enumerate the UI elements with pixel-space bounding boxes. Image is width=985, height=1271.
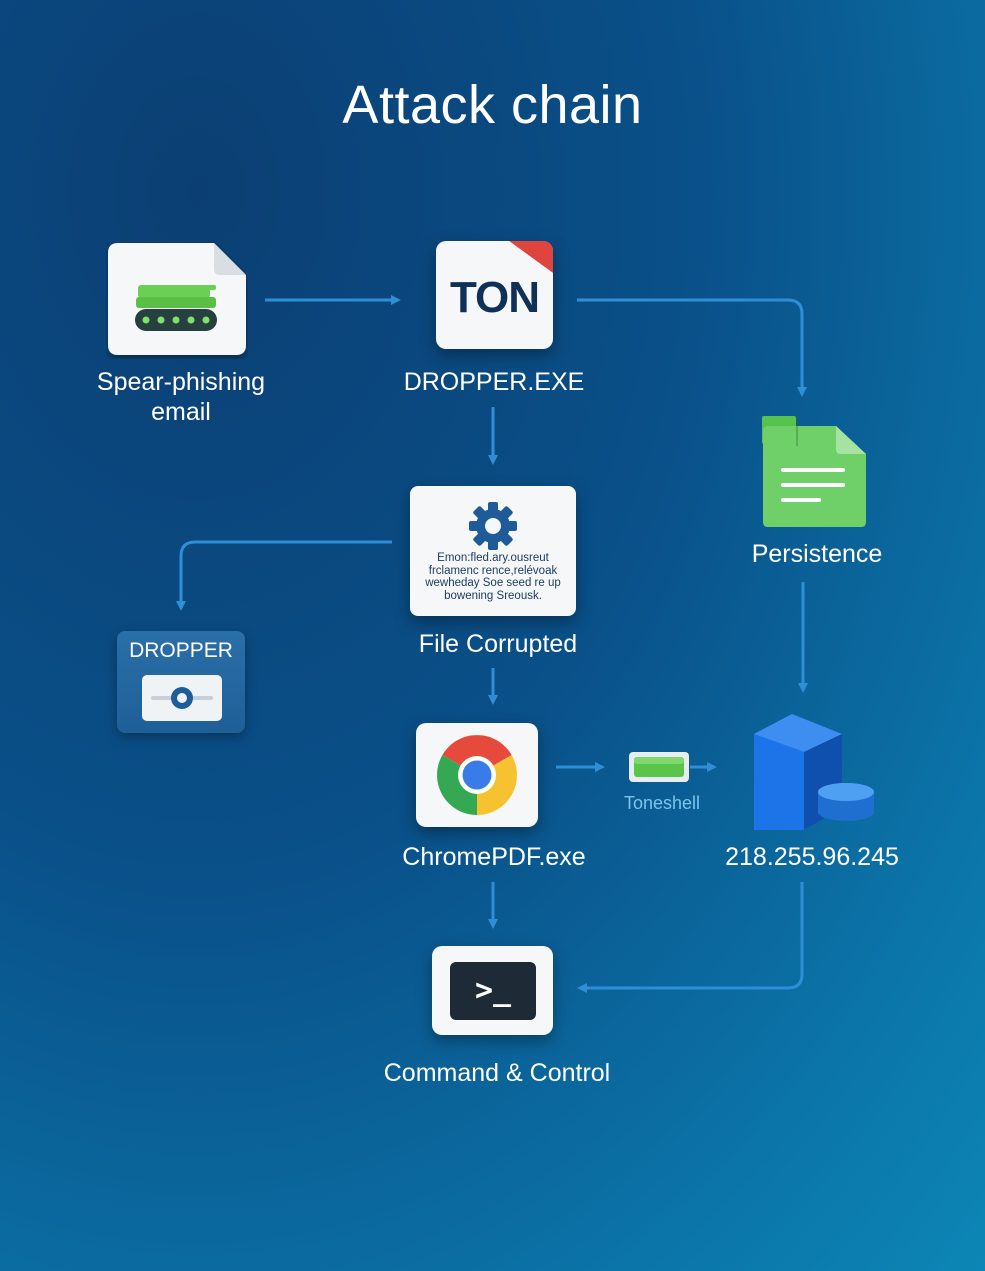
dropper-toggle-icon (142, 675, 222, 721)
command-control-label: Command & Control (383, 1059, 611, 1087)
dropper-box: DROPPER (117, 631, 245, 733)
server-database-icon (754, 714, 874, 830)
arrow-server-to-c2 (577, 882, 804, 993)
corrupted-file-text: Emon:fled.ary.ousreut frclamenc rence,re… (425, 552, 561, 602)
toneshell-label: Toneshell (623, 793, 701, 813)
ton-document-icon: TON (436, 241, 553, 349)
diagram-title: Attack chain (342, 75, 643, 135)
persistence-label: Persistence (751, 540, 883, 568)
terminal-icon: >_ (450, 962, 536, 1020)
dropper-box-label: DROPPER (129, 639, 233, 662)
arrow-dropper-to-persistence (577, 298, 807, 397)
chrome-card (416, 723, 538, 827)
ton-icon-text: TON (449, 273, 540, 322)
green-module-icon (629, 752, 689, 782)
file-corrupted-label: File Corrupted (418, 630, 578, 658)
gear-icon (469, 502, 517, 550)
gear-document-icon: Emon:fled.ary.ousreut frclamenc rence,re… (410, 486, 576, 616)
tank-document-icon (108, 243, 246, 355)
green-document-icon (762, 416, 866, 527)
terminal-card: >_ (432, 946, 553, 1035)
chrome-icon (437, 735, 517, 815)
dropper-exe-label: DROPPER.EXE (403, 368, 585, 396)
chromepdf-label: ChromePDF.exe (402, 843, 586, 871)
ip-address-label: 218.255.96.245 (725, 843, 899, 871)
arrow-corrupted-to-dropper-box (176, 540, 392, 611)
spear-phishing-label: Spear-phishing email (96, 368, 266, 426)
